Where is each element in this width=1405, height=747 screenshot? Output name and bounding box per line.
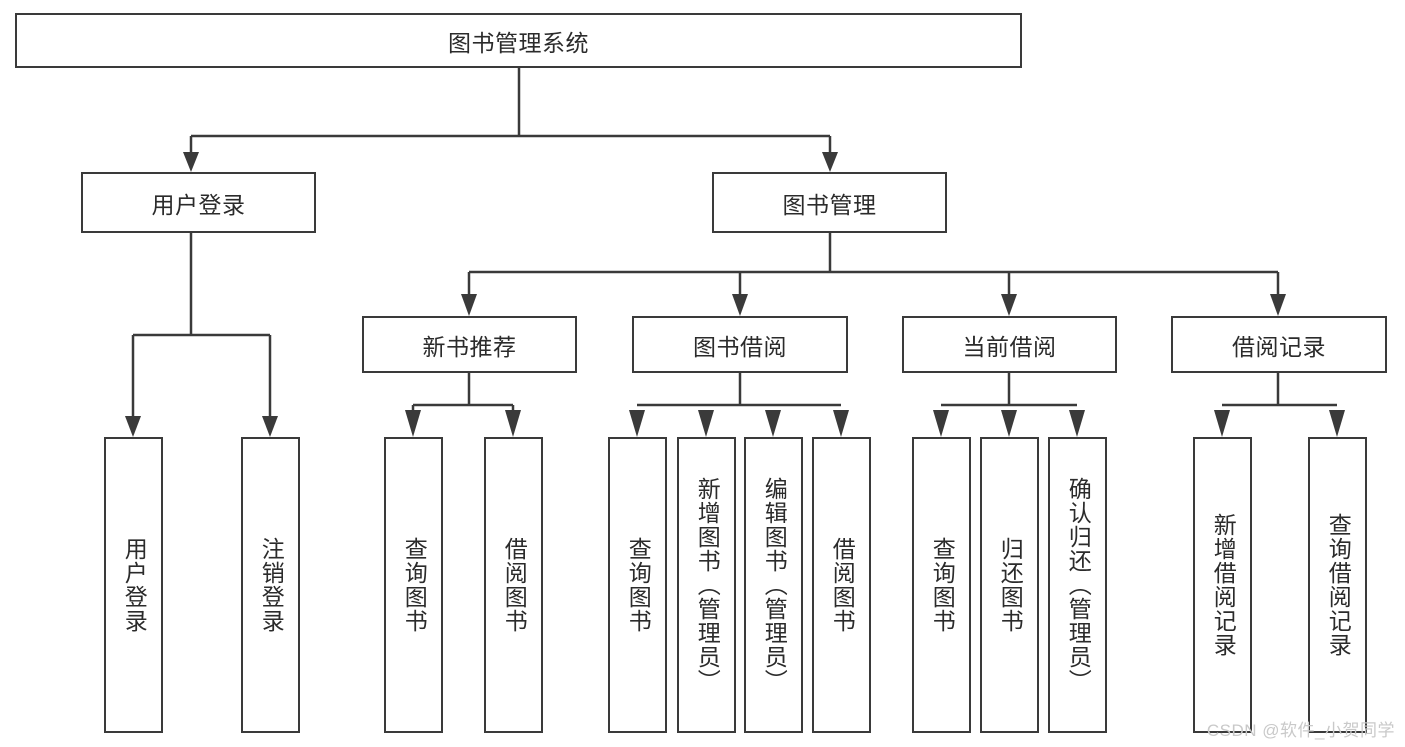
- node-user-login-label: 用户登录: [151, 191, 246, 218]
- leaf-label: 新增借阅记录: [1210, 513, 1237, 657]
- arrow-nb-1: [405, 410, 421, 437]
- node-root-label: 图书管理系统: [448, 29, 589, 56]
- leaf-user-login-login[interactable]: 用户登录: [104, 437, 163, 733]
- node-root[interactable]: 图书管理系统: [15, 13, 1022, 68]
- arrow-bb-1: [629, 410, 645, 437]
- leaf-book-borrow-borrow[interactable]: 借阅图书: [812, 437, 871, 733]
- node-new-book-recommend[interactable]: 新书推荐: [362, 316, 577, 373]
- leaf-borrow-record-add[interactable]: 新增借阅记录: [1193, 437, 1252, 733]
- leaf-new-book-query[interactable]: 查询图书: [384, 437, 443, 733]
- arrow-br-1: [1214, 410, 1230, 437]
- arrow-ul-1: [125, 416, 141, 437]
- leaf-book-borrow-query[interactable]: 查询图书: [608, 437, 667, 733]
- node-new-book-recommend-label: 新书推荐: [422, 333, 517, 360]
- arrow-cb-2: [1001, 410, 1017, 437]
- arrow-bm-3: [1001, 294, 1017, 316]
- leaf-label: 查询图书: [929, 537, 956, 633]
- leaf-current-borrow-confirm-return[interactable]: 确认归还（管理员）: [1048, 437, 1107, 733]
- leaf-label: 用户登录: [121, 537, 148, 633]
- arrow-br-2: [1329, 410, 1345, 437]
- arrow-cb-3: [1069, 410, 1085, 437]
- node-user-login[interactable]: 用户登录: [81, 172, 316, 233]
- leaf-label: 确认归还（管理员）: [1065, 477, 1092, 693]
- node-current-borrow[interactable]: 当前借阅: [902, 316, 1117, 373]
- arrow-user-login: [183, 152, 199, 172]
- leaf-label: 新增图书（管理员）: [694, 477, 721, 693]
- leaf-label: 借阅图书: [501, 537, 528, 633]
- arrow-bm-4: [1270, 294, 1286, 316]
- arrow-ul-2: [262, 416, 278, 437]
- leaf-user-login-logout[interactable]: 注销登录: [241, 437, 300, 733]
- arrow-nb-2: [505, 410, 521, 437]
- node-borrow-record[interactable]: 借阅记录: [1171, 316, 1387, 373]
- node-current-borrow-label: 当前借阅: [962, 333, 1057, 360]
- arrow-bb-3: [765, 410, 781, 437]
- node-book-management[interactable]: 图书管理: [712, 172, 947, 233]
- node-book-borrow-label: 图书借阅: [693, 333, 787, 360]
- leaf-current-borrow-query[interactable]: 查询图书: [912, 437, 971, 733]
- leaf-label: 注销登录: [258, 537, 285, 633]
- leaf-label: 归还图书: [997, 537, 1024, 633]
- leaf-label: 查询借阅记录: [1325, 513, 1352, 657]
- arrow-book-mgmt: [822, 152, 838, 172]
- leaf-label: 查询图书: [625, 537, 652, 633]
- arrow-bm-1: [461, 294, 477, 316]
- arrow-bb-2: [698, 410, 714, 437]
- node-book-borrow[interactable]: 图书借阅: [632, 316, 848, 373]
- leaf-new-book-borrow[interactable]: 借阅图书: [484, 437, 543, 733]
- leaf-label: 借阅图书: [829, 537, 856, 633]
- leaf-label: 查询图书: [401, 537, 428, 633]
- arrow-cb-1: [933, 410, 949, 437]
- leaf-borrow-record-query[interactable]: 查询借阅记录: [1308, 437, 1367, 733]
- arrow-bm-2: [732, 294, 748, 316]
- leaf-current-borrow-return[interactable]: 归还图书: [980, 437, 1039, 733]
- node-borrow-record-label: 借阅记录: [1232, 333, 1326, 360]
- arrow-bb-4: [833, 410, 849, 437]
- leaf-book-borrow-add[interactable]: 新增图书（管理员）: [677, 437, 736, 733]
- leaf-label: 编辑图书（管理员）: [761, 477, 788, 693]
- node-book-management-label: 图书管理: [782, 191, 877, 218]
- leaf-book-borrow-edit[interactable]: 编辑图书（管理员）: [744, 437, 803, 733]
- watermark: CSDN @软件_小贺同学: [1206, 721, 1395, 740]
